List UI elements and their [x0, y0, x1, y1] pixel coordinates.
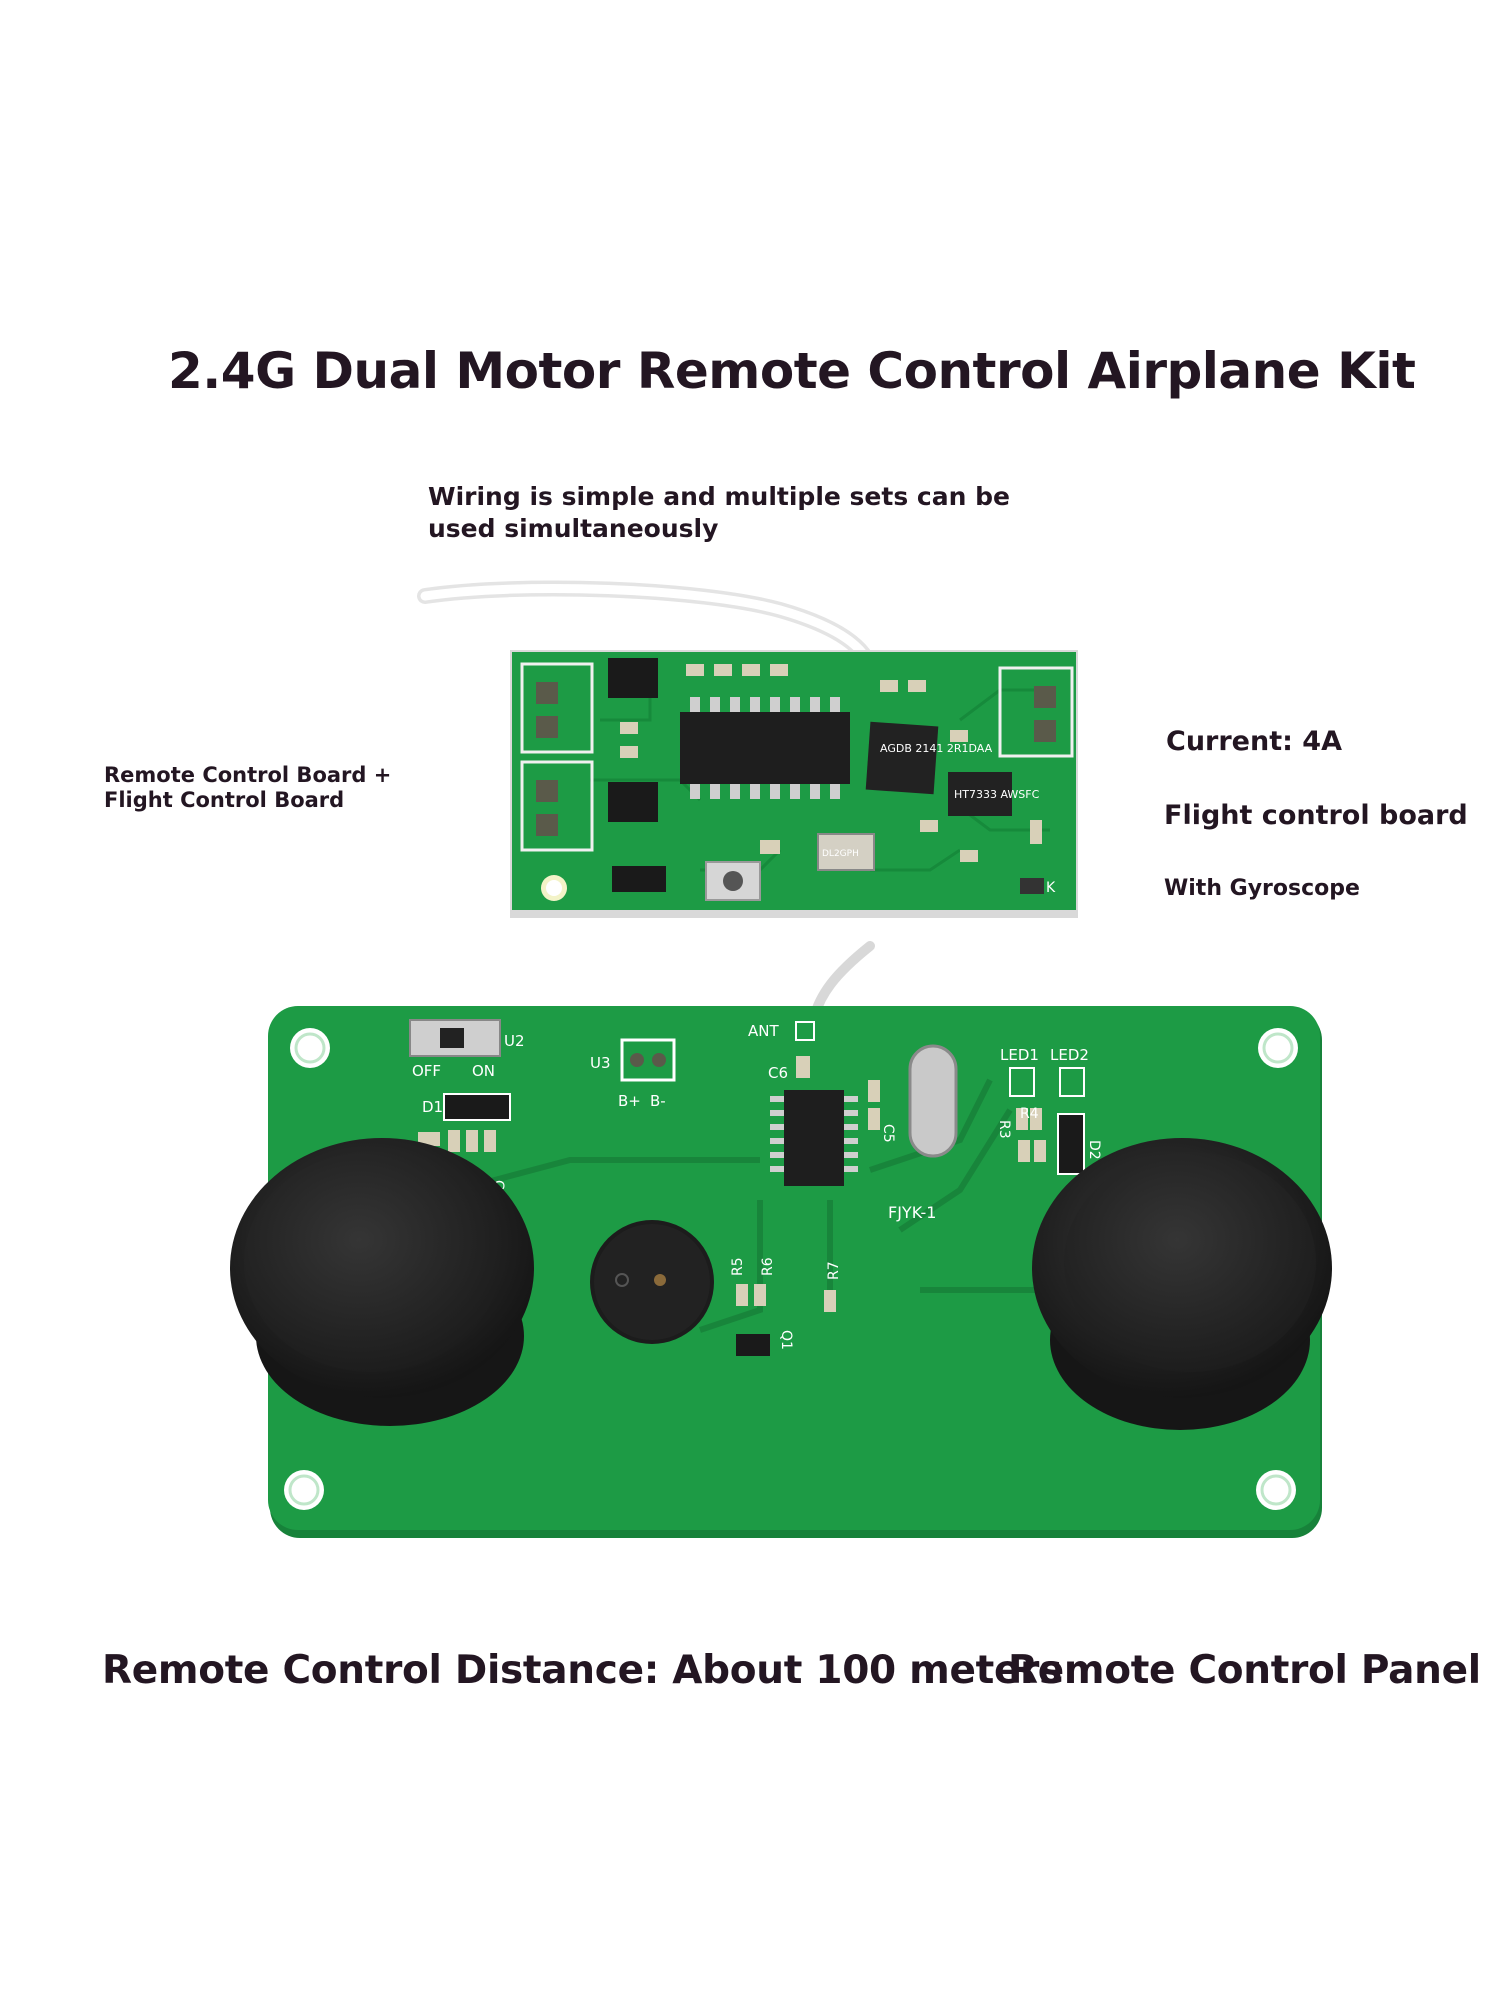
u2-label: U2 [504, 1032, 525, 1050]
regulator-label: HT7333 AWSFC [954, 788, 1040, 801]
ant-label: ANT [748, 1022, 779, 1040]
transmitter-chip [784, 1090, 844, 1186]
off-label: OFF [412, 1062, 441, 1080]
k-label: K [1046, 880, 1056, 896]
c6-label: C6 [768, 1064, 788, 1082]
bminus-label: B- [650, 1092, 666, 1110]
distance-spec: Remote Control Distance: About 100 meter… [102, 1648, 1062, 1693]
page-title: 2.4G Dual Motor Remote Control Airplane … [168, 342, 1416, 400]
flight-board-spec: Flight control board [1164, 800, 1468, 831]
current-spec: Current: 4A [1166, 726, 1342, 757]
mount-holes [284, 1028, 1298, 1510]
chip1-label: AGDB 2141 2R1DAA [880, 742, 993, 755]
u3-label: U3 [590, 1054, 611, 1072]
crystal-label: DL2GPH [822, 849, 859, 859]
r7-label: R7 [826, 1261, 842, 1280]
d2-label: D2 [1086, 1140, 1102, 1160]
r4-label: R4 [1020, 1106, 1039, 1122]
panel-id-label: FJYK-1 [888, 1203, 936, 1222]
led2-label: LED2 [1050, 1046, 1089, 1064]
remote-control-panel: OFF ON U2 U3 B+ B- ANT C6 D1 C3 C5 LED1 … [268, 941, 1322, 1538]
d1-label: D1 [422, 1098, 443, 1116]
bplus-label: B+ [618, 1092, 641, 1110]
on-label: ON [472, 1062, 495, 1080]
gyroscope-spec: With Gyroscope [1164, 876, 1360, 901]
r3-label: R3 [996, 1120, 1012, 1139]
left-joystick [230, 1138, 534, 1426]
right-joystick [1032, 1138, 1332, 1430]
c5-label: C5 [880, 1124, 896, 1143]
led1-label: LED1 [1000, 1046, 1039, 1064]
r6-label: R6 [760, 1257, 776, 1276]
wiring-note: Wiring is simple and multiple sets can b… [428, 482, 1010, 543]
r5-label: R5 [730, 1257, 746, 1276]
crystal-oscillator [908, 1044, 958, 1158]
gyro-chip [865, 721, 939, 795]
main-chip [680, 712, 850, 784]
board-label: Remote Control Board + Flight Control Bo… [104, 763, 392, 812]
q1-label: Q1 [778, 1330, 794, 1350]
panel-label: Remote Control Panel [1008, 1648, 1481, 1693]
flight-control-board: AGDB 2141 2R1DAA HT7333 AWSFC DL2GPH K [417, 580, 1078, 918]
